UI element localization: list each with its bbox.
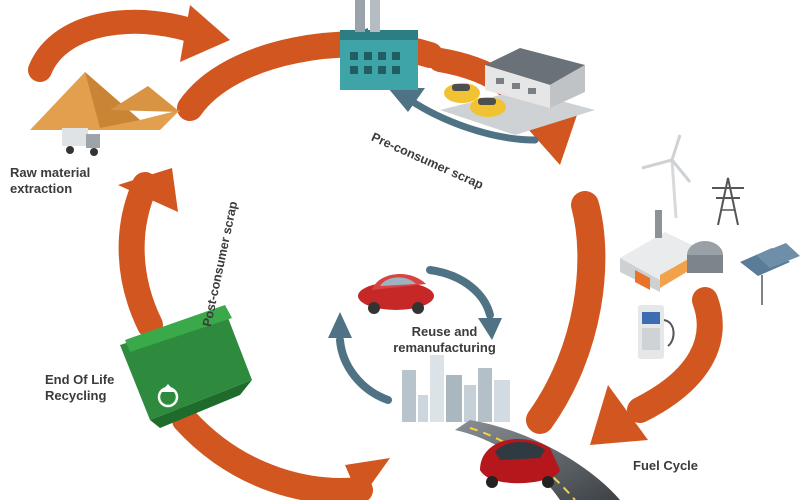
fuel-pump-icon <box>638 305 675 359</box>
bottom-cycle-arrow <box>172 407 390 500</box>
power-plant-icon <box>620 210 723 292</box>
reuse-label: Reuse and remanufacturing <box>393 324 496 355</box>
raw-material-label: Raw material extraction <box>10 165 91 196</box>
fuel-cycle-arrow <box>590 287 723 445</box>
sand-pile-icon <box>30 72 180 130</box>
recycle-bin-icon <box>120 305 252 428</box>
road-car-icon <box>480 439 560 488</box>
reuse-cycle-arrows <box>328 266 502 404</box>
pre-consumer-arrow <box>388 88 539 144</box>
power-tower-icon <box>712 177 744 226</box>
solar-panel-icon <box>740 243 800 305</box>
parked-cars-icon <box>444 83 506 117</box>
raw-material-arrow <box>28 5 230 82</box>
red-car-icon <box>358 273 434 314</box>
fuel-cycle-label: Fuel Cycle <box>633 458 699 473</box>
recycle-symbol-icon <box>157 384 179 408</box>
right-cycle-arrow <box>526 191 606 434</box>
end-of-life-label: End Of Life Recycling <box>45 372 115 403</box>
wind-turbine-icon <box>641 134 692 219</box>
truck-icon <box>62 128 100 156</box>
city-buildings-icon <box>402 355 510 422</box>
left-cycle-arrow <box>118 168 178 338</box>
factory-icon <box>340 0 418 90</box>
